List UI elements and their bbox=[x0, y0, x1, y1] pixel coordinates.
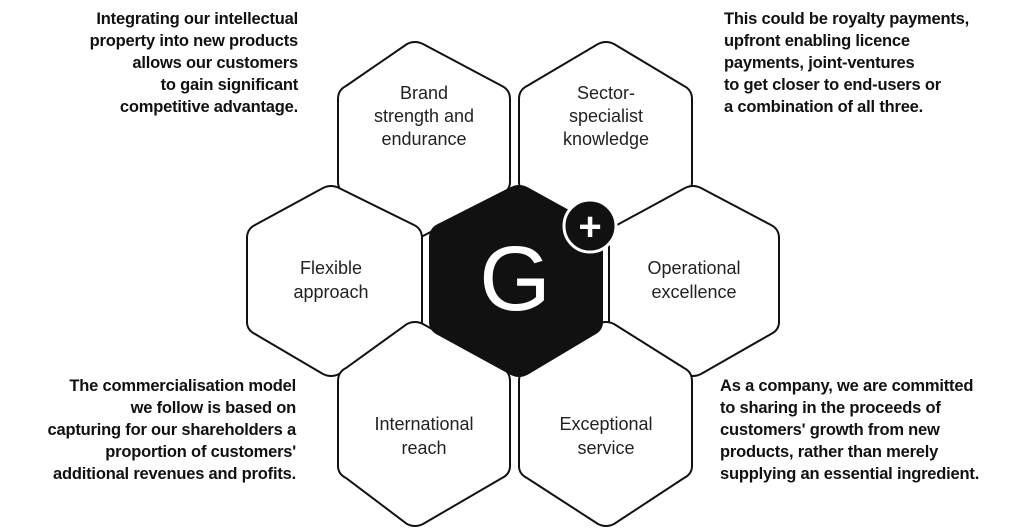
text-line: upfront enabling licence bbox=[724, 32, 910, 50]
hexagon-flexible: Flexible approach bbox=[246, 185, 423, 377]
hexagon-international: International reach bbox=[337, 321, 511, 527]
hexagon-label: Sector- bbox=[577, 83, 635, 103]
text-line: proportion of customers' bbox=[105, 443, 296, 461]
logo-letter-g: G bbox=[479, 228, 551, 330]
text-top-right: This could be royalty payments, upfront … bbox=[724, 8, 1024, 118]
text-bottom-left: The commercialisation model we follow is… bbox=[4, 375, 297, 485]
hexagon-operational: Operational excellence bbox=[608, 185, 780, 377]
hexagon-label: knowledge bbox=[563, 129, 649, 149]
text-line: customers' growth from new bbox=[720, 421, 940, 439]
hexagon-exceptional: Exceptional service bbox=[518, 321, 693, 527]
text-line: to gain significant bbox=[160, 76, 299, 94]
text-line: Integrating our intellectual bbox=[96, 10, 298, 28]
plus-badge: + bbox=[562, 198, 618, 254]
text-line: competitive advantage. bbox=[119, 98, 298, 116]
text-top-left: Integrating our intellectual property in… bbox=[10, 8, 299, 118]
text-bottom-right: As a company, we are committed to sharin… bbox=[720, 375, 1024, 485]
hexagon-label: service bbox=[577, 438, 634, 458]
text-line: to sharing in the proceeds of bbox=[720, 399, 941, 417]
text-line: we follow is based on bbox=[130, 399, 297, 417]
text-line: property into new products bbox=[89, 32, 299, 50]
text-line: This could be royalty payments, bbox=[724, 10, 970, 28]
text-line: supplying an essential ingredient. bbox=[720, 465, 980, 483]
text-line: As a company, we are committed bbox=[720, 377, 974, 395]
text-line: a combination of all three. bbox=[724, 98, 924, 116]
hexagon-label: Exceptional bbox=[559, 414, 652, 434]
hexagon-label: approach bbox=[293, 282, 368, 302]
hexagon-label: specialist bbox=[569, 106, 643, 126]
text-line: additional revenues and profits. bbox=[53, 465, 296, 483]
hexagon-label: excellence bbox=[651, 282, 736, 302]
hexagon-label: Brand bbox=[400, 83, 448, 103]
text-line: allows our customers bbox=[132, 54, 298, 72]
text-line: to get closer to end-users or bbox=[724, 76, 941, 94]
hexagon-label: International bbox=[374, 414, 473, 434]
hexagon-label: reach bbox=[401, 438, 446, 458]
text-line: products, rather than merely bbox=[720, 443, 939, 461]
hexagon-label: strength and bbox=[374, 106, 474, 126]
hexagon-brand: Brand strength and endurance bbox=[337, 41, 511, 239]
text-line: The commercialisation model bbox=[69, 377, 296, 395]
hexagon-sector: Sector- specialist knowledge bbox=[518, 41, 693, 239]
plus-icon: + bbox=[578, 205, 601, 249]
text-line: capturing for our shareholders a bbox=[47, 421, 297, 439]
text-line: payments, joint-ventures bbox=[724, 54, 915, 72]
plus-badge-circle bbox=[562, 198, 618, 254]
hexagon-label: Flexible bbox=[300, 258, 362, 278]
hexagon-label: endurance bbox=[381, 129, 466, 149]
hexagon-label: Operational bbox=[647, 258, 740, 278]
